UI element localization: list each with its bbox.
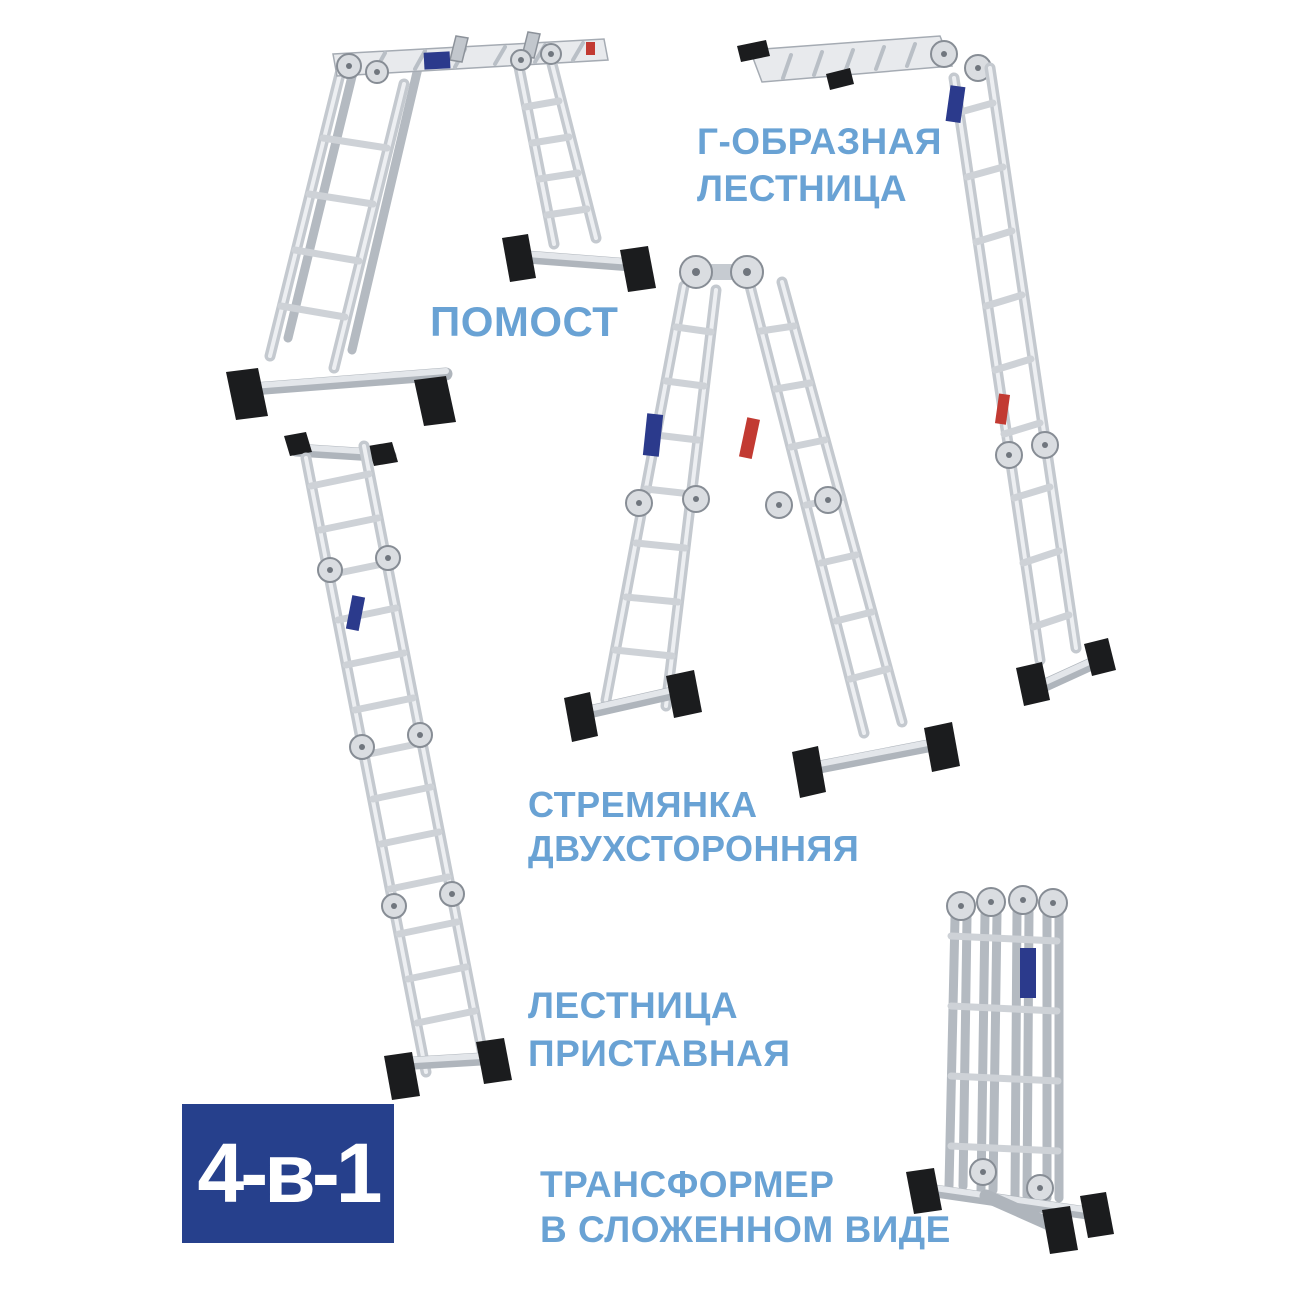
stepladder-left-leg	[600, 280, 722, 712]
rubber-foot	[1080, 1192, 1114, 1238]
leaning-ladder-illustration	[284, 432, 512, 1100]
platform-right-stabilizer	[502, 234, 656, 292]
label-stepladder: СТРЕМЯНКА ДВУХСТОРОННЯЯ	[528, 783, 859, 871]
l-shape-horizontal-arm	[737, 35, 954, 90]
label-line: ДВУХСТОРОННЯЯ	[528, 828, 860, 869]
brand-sticker-blue	[423, 51, 451, 70]
rubber-foot	[826, 68, 854, 90]
label-platform: ПОМОСТ	[430, 300, 618, 344]
rubber-foot	[368, 442, 398, 466]
brand-sticker-blue	[1020, 948, 1036, 998]
badge-4-in-1: 4-в-1	[182, 1104, 394, 1243]
rubber-foot	[1084, 638, 1116, 676]
platform-ladder-illustration	[226, 31, 656, 426]
brand-sticker-blue	[945, 85, 966, 123]
brand-sticker-red	[994, 393, 1011, 425]
leaning-bottom-stabilizer	[384, 1038, 512, 1100]
label-line: СТРЕМЯНКА	[528, 784, 758, 825]
label-folded-transformer: ТРАНСФОРМЕР В СЛОЖЕННОМ ВИДЕ	[540, 1162, 951, 1252]
stepladder-right-stabilizer	[792, 722, 960, 798]
label-line: В СЛОЖЕННОМ ВИДЕ	[540, 1209, 951, 1250]
rubber-foot	[666, 670, 702, 718]
label-line: ТРАНСФОРМЕР	[540, 1164, 835, 1205]
rubber-foot	[384, 1052, 420, 1100]
rubber-foot	[906, 1168, 942, 1214]
leaning-ladder-body	[300, 440, 490, 1078]
platform-left-stabilizer	[226, 367, 456, 426]
stepladder-left-stabilizer	[564, 670, 702, 742]
l-shape-stabilizer	[1016, 638, 1116, 706]
folded-transformer-illustration	[906, 885, 1114, 1254]
label-leaning-ladder: ЛЕСТНИЦА ПРИСТАВНАЯ	[528, 982, 790, 1078]
brand-sticker-red	[738, 417, 761, 460]
rubber-foot	[564, 692, 598, 742]
stepladder-illustration	[564, 255, 960, 798]
brand-sticker-blue	[642, 413, 664, 457]
rubber-foot	[620, 246, 656, 292]
rubber-foot	[476, 1038, 512, 1084]
l-shaped-ladder-illustration	[737, 35, 1116, 706]
folded-stabilizers	[906, 1168, 1114, 1254]
rubber-foot	[924, 722, 960, 772]
l-shape-vertical-section	[945, 62, 1082, 666]
folded-sections	[944, 907, 1064, 1203]
platform-left-leg	[264, 68, 410, 374]
rubber-foot	[737, 40, 770, 62]
stepladder-right-leg	[738, 276, 908, 739]
brand-sticker-red	[586, 42, 595, 55]
platform-right-leg	[510, 43, 602, 250]
label-line: Г-ОБРАЗНАЯ	[697, 121, 943, 162]
label-line: ЛЕСТНИЦА	[528, 985, 739, 1026]
rubber-foot	[1042, 1206, 1078, 1254]
brand-sticker-blue	[345, 595, 366, 632]
leaning-top-stabilizer	[284, 432, 398, 466]
rubber-foot	[1016, 662, 1050, 706]
rubber-foot	[502, 234, 536, 282]
rubber-foot	[792, 746, 826, 798]
label-line: ПОМОСТ	[430, 298, 619, 345]
label-line: ЛЕСТНИЦА	[697, 168, 908, 209]
label-line: ПРИСТАВНАЯ	[528, 1033, 791, 1074]
rubber-foot	[226, 368, 268, 420]
rubber-foot	[414, 376, 456, 426]
rubber-foot	[284, 432, 312, 456]
badge-text: 4-в-1	[197, 1126, 382, 1220]
label-l-shaped-ladder: Г-ОБРАЗНАЯ ЛЕСТНИЦА	[697, 118, 942, 212]
